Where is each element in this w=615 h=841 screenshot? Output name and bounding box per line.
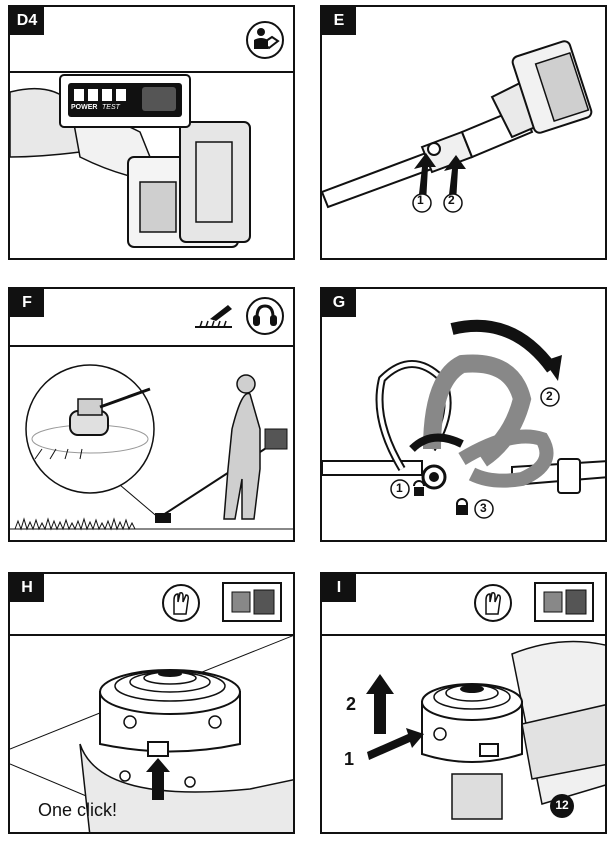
arrow-1-label: 1 xyxy=(344,749,355,769)
step-tag: I xyxy=(322,574,356,602)
panel-divider xyxy=(10,345,293,347)
shaft-illustration xyxy=(322,40,593,213)
panel-i: I 1 2 12 xyxy=(320,572,607,834)
spool-release-illustration xyxy=(366,640,605,820)
step-2-label: 2 xyxy=(546,389,553,403)
part-ref-badge: 12 xyxy=(555,798,569,812)
spool-illustration xyxy=(10,635,293,832)
step-1-label: 1 xyxy=(417,193,424,207)
step-2-label: 2 xyxy=(448,193,455,207)
test-label: TEST xyxy=(102,104,120,111)
cutting-height-icon xyxy=(195,305,232,328)
read-manual-icon xyxy=(246,21,284,59)
ear-protection-icon xyxy=(246,297,284,335)
step-tag: G xyxy=(322,289,356,317)
handle-illustration xyxy=(322,319,605,519)
step-1-label: 1 xyxy=(396,481,403,495)
panel-divider xyxy=(10,634,293,636)
panel-h: H One click! xyxy=(8,572,295,834)
step-tag: H xyxy=(10,574,44,602)
arrow-2-label: 2 xyxy=(346,694,357,714)
panel-e: E 1 2 xyxy=(320,5,607,260)
step-tag: F xyxy=(10,289,44,317)
panel-divider xyxy=(10,71,293,73)
remove-battery-icon xyxy=(534,582,594,622)
battery-illustration xyxy=(10,74,251,248)
remove-battery-icon xyxy=(222,582,282,622)
step-tag: E xyxy=(322,7,356,35)
gloves-icon xyxy=(474,584,512,622)
panel-divider xyxy=(322,634,605,636)
panel-g: G 1 2 3 xyxy=(320,287,607,542)
step-3-label: 3 xyxy=(480,501,487,515)
operator-illustration xyxy=(10,364,293,531)
step-tag: D4 xyxy=(10,7,44,35)
power-label: POWER xyxy=(71,104,98,111)
one-click-caption: One click! xyxy=(38,800,118,820)
panel-f: F xyxy=(8,287,295,542)
gloves-icon xyxy=(162,584,200,622)
panel-d4: D4 POWER TEST xyxy=(8,5,295,260)
